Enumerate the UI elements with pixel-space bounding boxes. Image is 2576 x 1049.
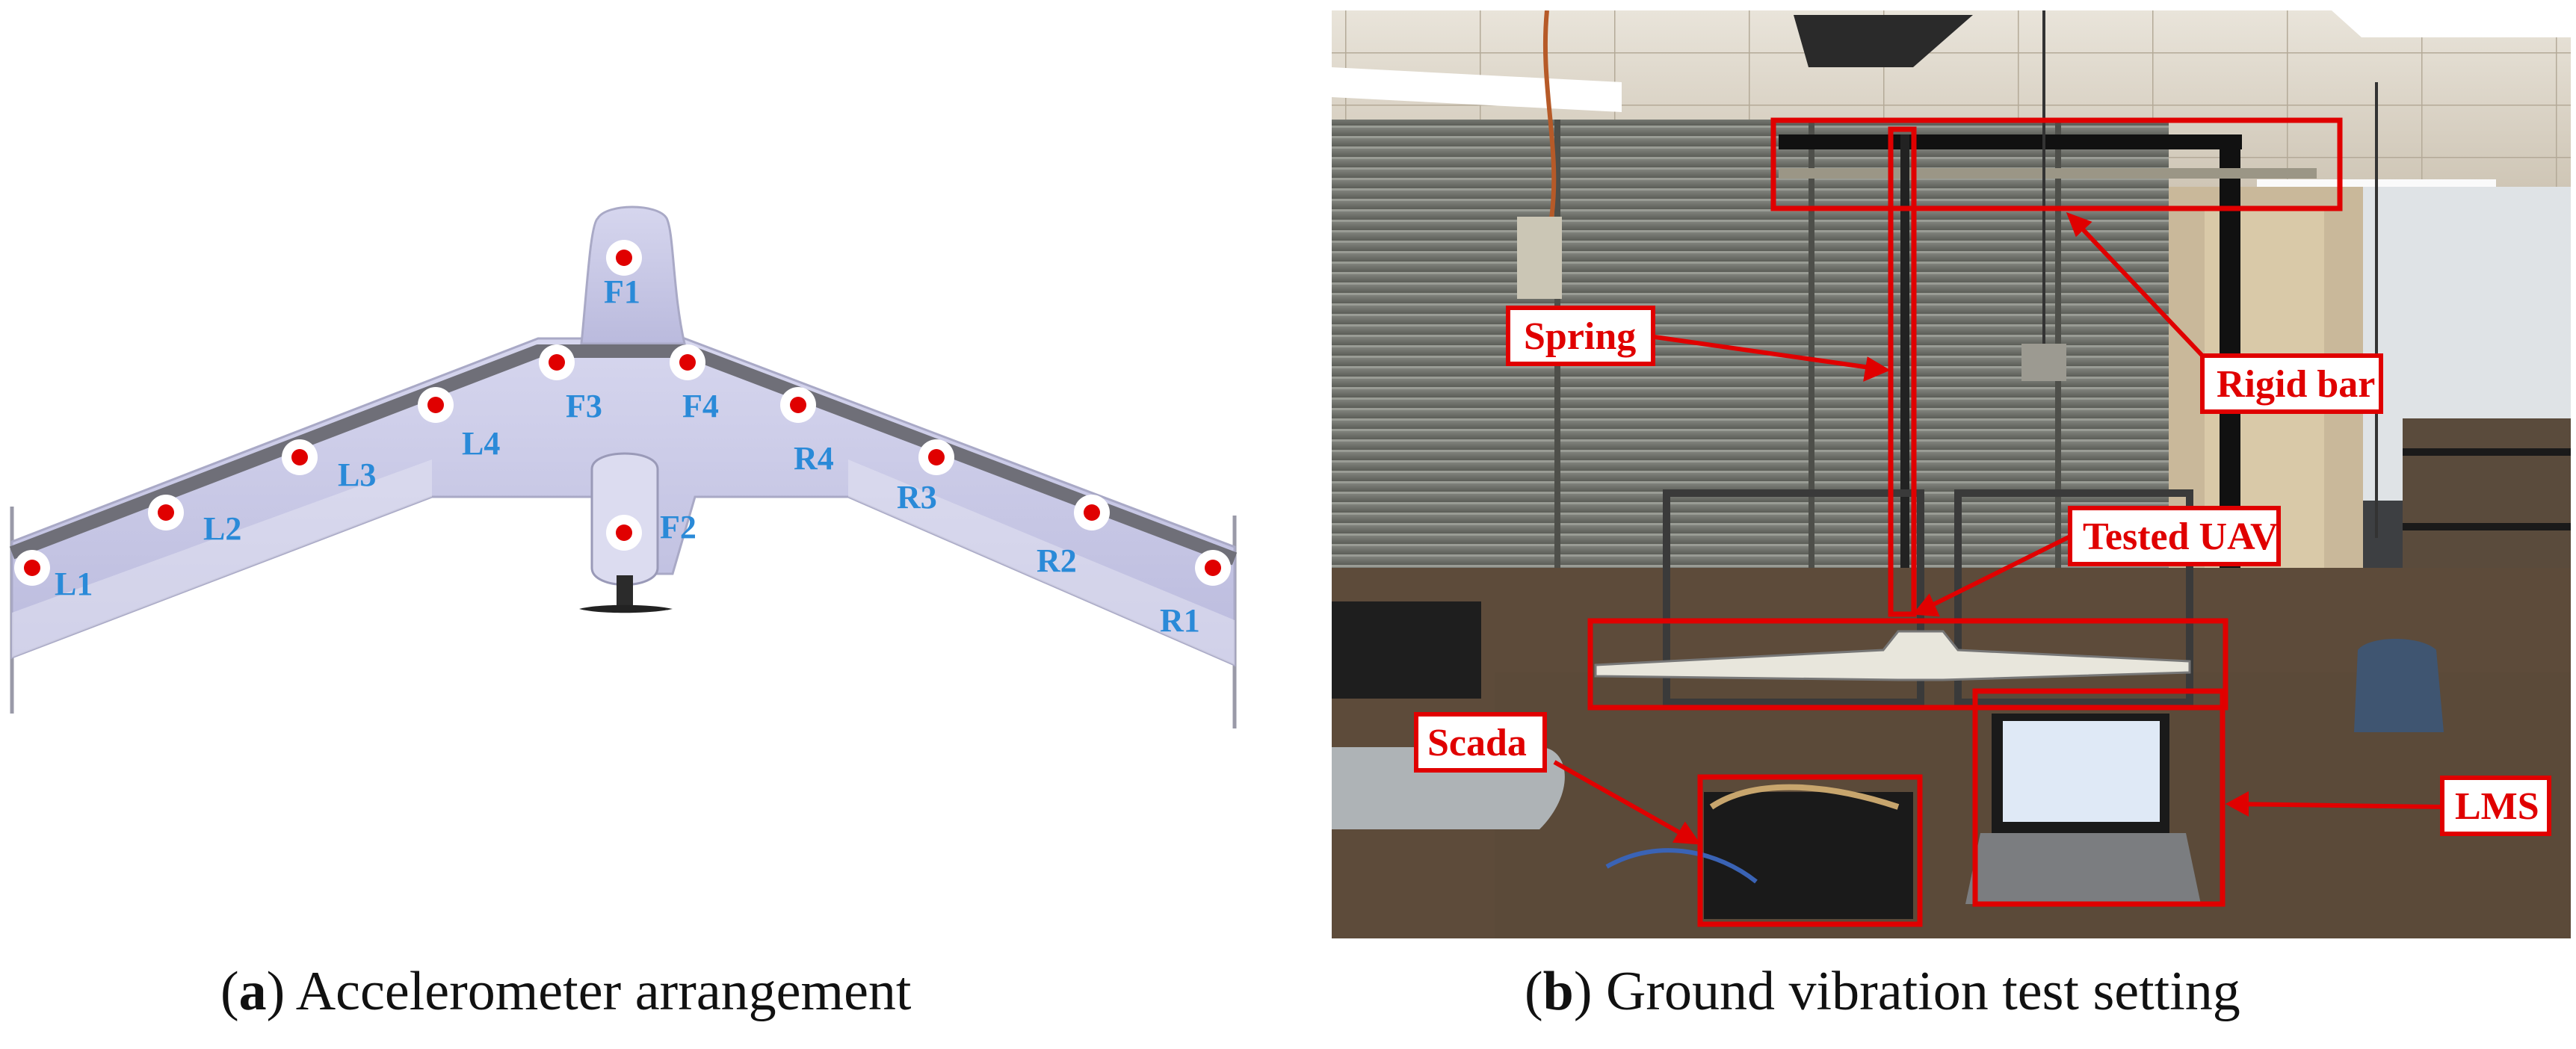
sensor-F1: F1 — [604, 240, 642, 310]
sensor-label-L1: L1 — [55, 566, 93, 602]
propeller-icon — [579, 604, 673, 613]
ceiling-vent — [1794, 15, 1973, 67]
sensor-label-L3: L3 — [338, 457, 376, 493]
sensor-label-F3: F3 — [566, 388, 602, 424]
callout-tested-uav: Tested UAV — [2068, 506, 2281, 566]
spring — [1900, 134, 1909, 628]
sensor-R1: R1 — [1160, 550, 1231, 639]
sensor-F2: F2 — [606, 509, 696, 551]
sensor-F3: F3 — [539, 344, 602, 424]
callout-spring-label: Spring — [1524, 315, 1636, 358]
callout-tested-uav-label: Tested UAV — [2083, 516, 2279, 558]
caption-b-text: Ground vibration test setting — [1592, 961, 2240, 1022]
sensor-label-L4: L4 — [462, 425, 500, 462]
rigid-bar — [1779, 168, 2317, 179]
ceiling-light — [2332, 10, 2571, 37]
caption-panel-a: (a) Accelerometer arrangement — [220, 961, 912, 1022]
sensor-label-R4: R4 — [794, 440, 834, 477]
caption-a-letter: a — [238, 961, 267, 1022]
callout-spring: Spring — [1506, 306, 1655, 366]
caption-a-text: Accelerometer arrangement — [285, 961, 912, 1022]
sensor-F4: F4 — [670, 344, 719, 424]
caption-panel-b: (b) Ground vibration test setting — [1525, 961, 2240, 1022]
sensor-label-F4: F4 — [682, 388, 719, 424]
sensor-L2: L2 — [148, 495, 241, 547]
sensor-label-F1: F1 — [604, 273, 640, 310]
sensor-R2: R2 — [1037, 495, 1110, 579]
fuselage-nose — [580, 205, 686, 345]
sensor-L3: L3 — [282, 439, 376, 493]
spring-box — [1888, 126, 1917, 617]
wing-trailing-edge — [12, 459, 1235, 665]
tested-uav-box — [1587, 618, 2228, 711]
sensor-L1: L1 — [14, 550, 93, 602]
callout-lms: LMS — [2440, 776, 2551, 836]
wing-spar — [9, 344, 1238, 566]
callout-lms-label: LMS — [2455, 785, 2539, 828]
chair — [2354, 639, 2444, 732]
sensor-L4: L4 — [418, 387, 500, 462]
tested-uav — [1594, 630, 2191, 681]
sensor-R3: R3 — [897, 439, 954, 516]
sensor-label-L2: L2 — [203, 510, 241, 547]
sensor-label-F2: F2 — [660, 509, 696, 545]
lms-highlight-box — [1972, 688, 2226, 907]
sensor-label-R3: R3 — [897, 479, 937, 516]
sensor-label-R1: R1 — [1160, 602, 1200, 639]
test-setup-photo: Spring Rigid bar Tested UAV Scada LMS — [1332, 10, 2571, 938]
callout-rigid-bar-label: Rigid bar — [2217, 363, 2375, 406]
uav-wing-diagram: F1 F3 F4 F2 L4 L3 L2 L1 — [9, 205, 1238, 728]
test-stand-arm — [1779, 134, 2242, 149]
sensor-label-R2: R2 — [1037, 542, 1077, 579]
callout-scada-label: Scada — [1427, 722, 1527, 764]
rigid-bar-box — [1770, 117, 2343, 211]
callout-rigid-bar: Rigid bar — [2200, 353, 2383, 414]
scada-box — [1704, 792, 1913, 919]
caption-b-letter: b — [1542, 961, 1574, 1022]
propeller-hub — [617, 575, 633, 605]
callout-scada: Scada — [1414, 712, 1547, 773]
sensor-R4: R4 — [780, 387, 834, 477]
callout-boxes — [1587, 117, 2343, 927]
laptop-base — [1965, 833, 2201, 904]
callout-arrows — [1553, 211, 2443, 845]
scada-highlight-box — [1697, 774, 1923, 927]
